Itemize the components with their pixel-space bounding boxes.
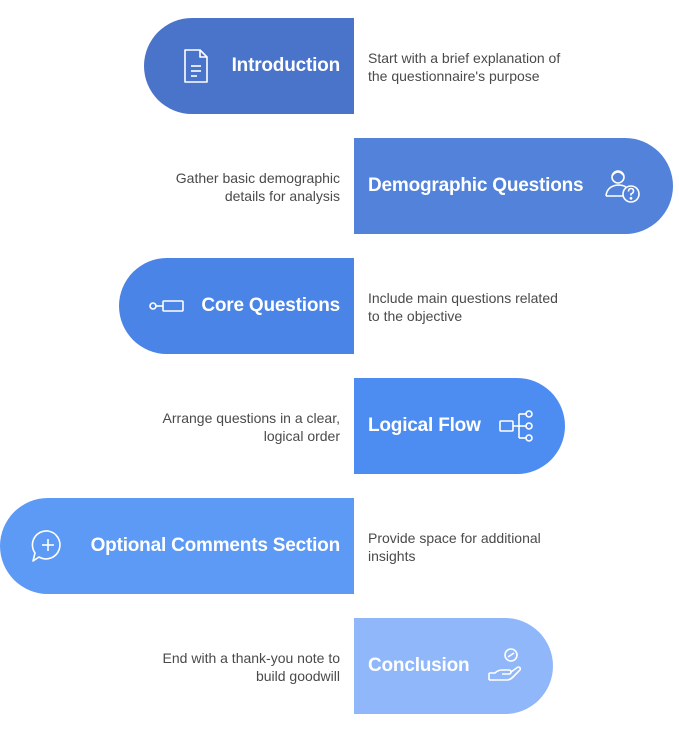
step-description: End with a thank-you note to build goodw… (162, 650, 340, 684)
step-title: Logical Flow (368, 415, 481, 436)
step-logical-flow: Logical Flow (354, 378, 565, 474)
step-demographic-questions: Demographic Questions (354, 138, 673, 234)
slider-input-icon (147, 286, 187, 326)
step-conclusion: Conclusion (354, 618, 553, 714)
hand-coin-icon (485, 646, 525, 686)
user-question-icon (603, 166, 643, 206)
step-optional-comments-section: Optional Comments Section (0, 498, 354, 594)
document-icon (176, 46, 216, 86)
step-title: Core Questions (201, 295, 340, 316)
step-description: Provide space for additional insights (368, 530, 541, 564)
step-description: Start with a brief explanation of the qu… (368, 50, 561, 84)
step-title: Demographic Questions (368, 175, 584, 196)
step-description: Include main questions related to the ob… (368, 290, 558, 324)
comment-add-icon (28, 526, 68, 566)
step-description: Gather basic demographic details for ana… (175, 170, 340, 204)
step-introduction: Introduction (144, 18, 354, 114)
step-description: Arrange questions in a clear, logical or… (162, 410, 340, 444)
flow-tree-icon (497, 406, 537, 446)
step-core-questions: Core Questions (119, 258, 354, 354)
step-title: Conclusion (368, 655, 470, 676)
step-title: Optional Comments Section (90, 535, 341, 556)
step-title: Introduction (231, 55, 341, 76)
